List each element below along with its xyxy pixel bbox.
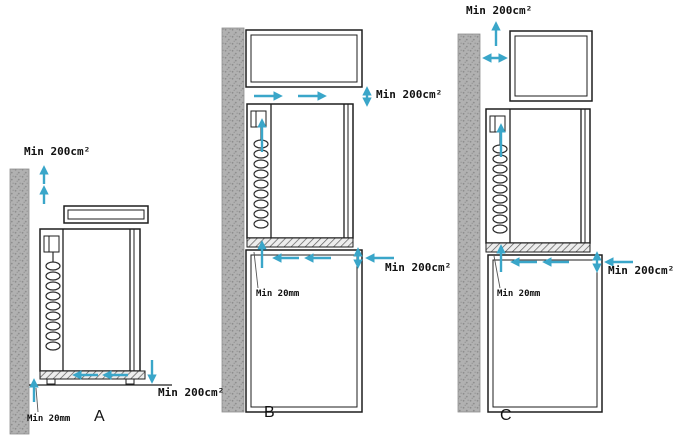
panel-letter-a: A [94, 408, 105, 425]
appliance-b [245, 29, 363, 413]
appliance-c [485, 30, 603, 413]
condenser-coil-b [253, 139, 269, 229]
min200-label-a-bottom: Min 200cm² [158, 386, 225, 399]
min20-label-a: Min 20mm [27, 414, 71, 424]
airflow-arrows-c [482, 21, 633, 273]
condenser-coil-c [492, 144, 508, 234]
appliance-a [29, 205, 172, 413]
min20-label-b: Min 20mm [256, 289, 300, 299]
cabinet-top-a [63, 205, 149, 224]
plinth-vent-b [246, 237, 354, 248]
leader-min20-c [493, 255, 501, 289]
wall-c [457, 33, 481, 413]
min200-label-c-mid: Min 200cm² [608, 264, 673, 277]
panel-a [9, 165, 172, 435]
min200-label-c-top: Min 200cm² [466, 4, 533, 17]
cabinet-bottom-b [245, 249, 363, 413]
condenser-coil-a [45, 261, 61, 351]
min200-label-b-mid: Min 200cm² [385, 261, 452, 274]
wall-a [9, 168, 30, 435]
compressor-box-a [43, 235, 60, 253]
cabinet-top-c [509, 30, 593, 102]
plinth-vent-c [485, 242, 591, 253]
panel-letter-b: B [264, 404, 275, 421]
leader-min20-a [35, 387, 39, 413]
leader-min20-b [253, 251, 259, 289]
foot-a [125, 378, 135, 385]
min200-label-b-top: Min 200cm² [376, 88, 443, 101]
airflow-arrows-b [254, 86, 394, 269]
foot-a [46, 378, 56, 385]
min20-label-c: Min 20mm [497, 289, 541, 299]
min200-label-a-top: Min 200cm² [24, 145, 91, 158]
airflow-arrows-a [29, 165, 157, 402]
panel-letter-c: C [500, 407, 512, 424]
cabinet-bottom-c [487, 254, 603, 413]
panel-c [457, 21, 633, 413]
panel-b [221, 27, 394, 413]
cabinet-top-b [245, 29, 363, 88]
wall-b [221, 27, 245, 413]
